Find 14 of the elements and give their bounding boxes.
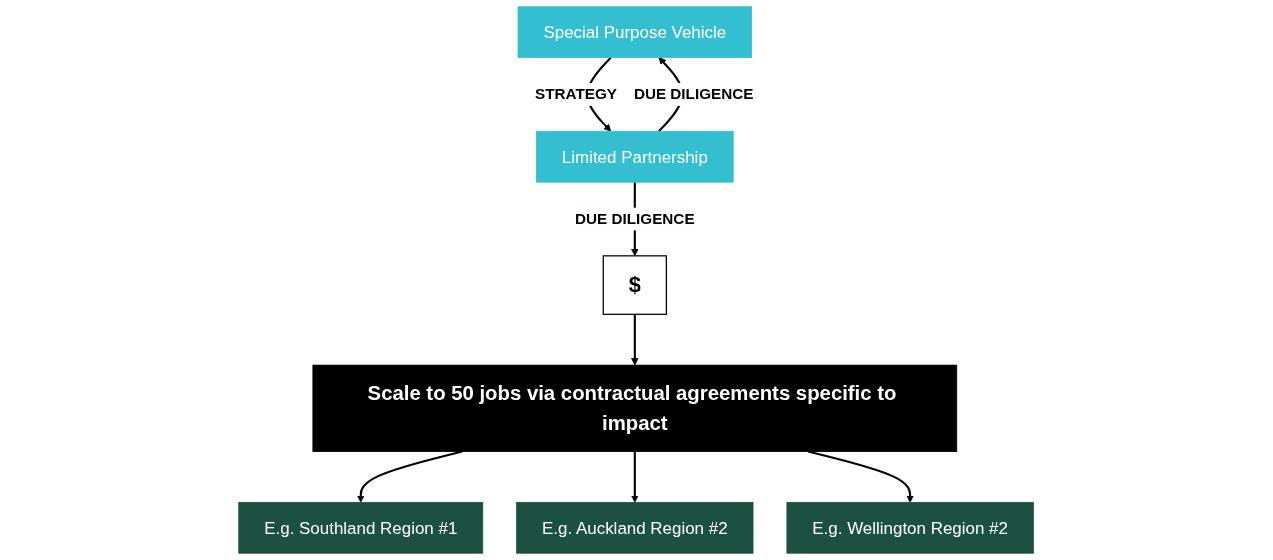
arrow [808,450,915,503]
node-box: E.g. Southland Region #1 [238,501,484,554]
node-box: $ [603,255,668,315]
node-box: E.g. Wellington Region #2 [786,501,1035,554]
edge-label: DUE DILIGENCE [575,210,695,228]
arrow [631,314,639,366]
node-box: E.g. Auckland Region #2 [516,501,754,554]
node-box: Scale to 50 jobs via contractual agreements specific to impact [312,364,958,452]
node-box: Special Purpose Vehicle [518,6,753,59]
arrow [631,451,639,503]
node-box: Limited Partnership [536,130,735,183]
edge-label: STRATEGY [535,85,618,103]
edge-label: DUE DILIGENCE [634,85,754,103]
arrow [357,450,463,503]
